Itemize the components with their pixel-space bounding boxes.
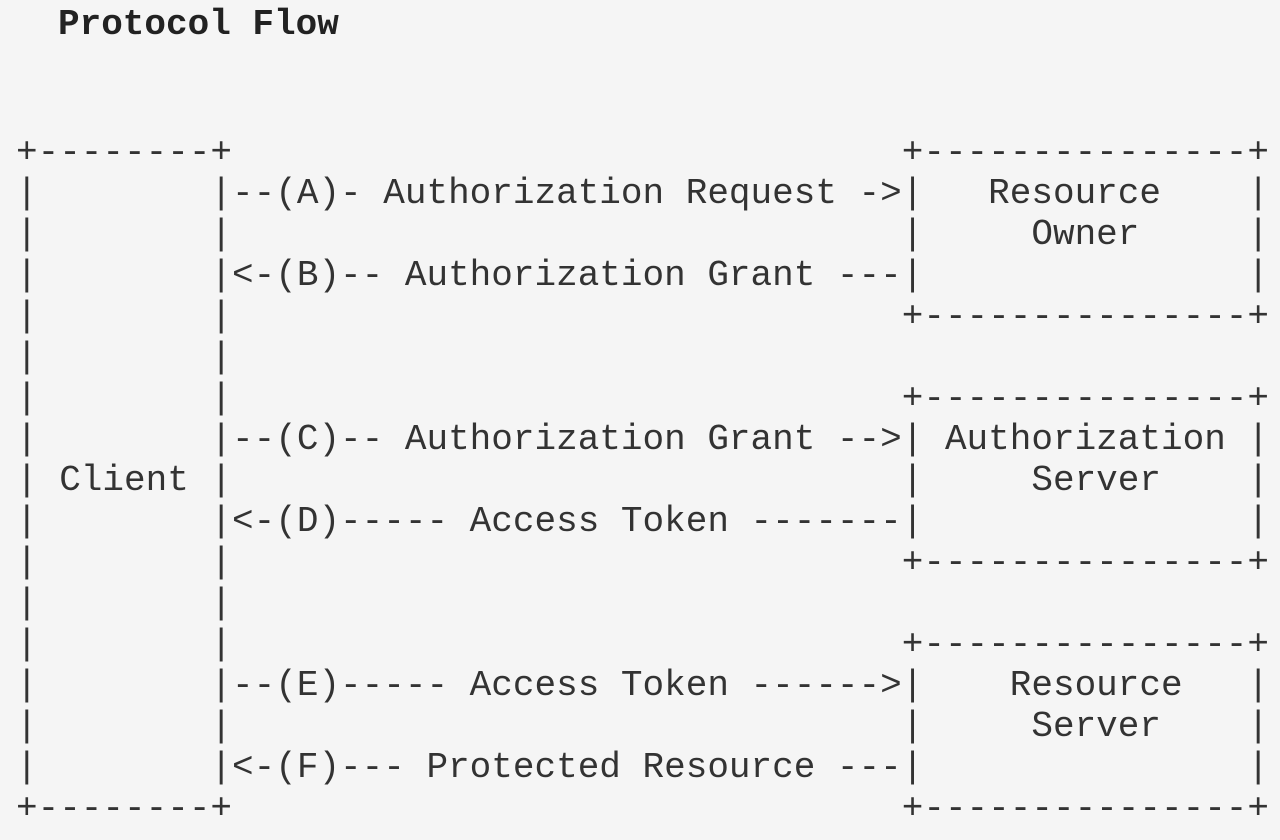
diagram-step-c-authorization-grant: | |--(C)-- Authorization Grant -->| Auth…	[16, 419, 1270, 460]
diagram-resource-owner-label: | | | Owner |	[16, 214, 1270, 255]
diagram-authorization-server-bottom-border: | | +---------------+	[16, 542, 1270, 583]
diagram-step-a-authorization-request: | |--(A)- Authorization Request ->| Reso…	[16, 173, 1270, 214]
diagram-step-e-access-token: | |--(E)----- Access Token ------>| Reso…	[16, 665, 1270, 706]
diagram-resource-server-label: | | | Server |	[16, 706, 1270, 747]
diagram-step-f-protected-resource: | |<-(F)--- Protected Resource ---| |	[16, 747, 1270, 788]
diagram-resource-owner-bottom-border: | | +---------------+	[16, 296, 1270, 337]
diagram-client-bottom-border: +--------+ +---------------+	[16, 788, 1270, 829]
diagram-client-top-border: +--------+ +---------------+	[16, 132, 1270, 173]
diagram-step-d-access-token: | |<-(D)----- Access Token -------| |	[16, 501, 1270, 542]
diagram-authorization-server-top-border: | | +---------------+	[16, 378, 1270, 419]
page-title: Protocol Flow	[58, 4, 339, 45]
diagram-client-label: | Client | | Server |	[16, 460, 1270, 501]
diagram-step-b-authorization-grant: | |<-(B)-- Authorization Grant ---| |	[16, 255, 1270, 296]
diagram-resource-server-top-border: | | +---------------+	[16, 624, 1270, 665]
protocol-flow-diagram: +--------+ +---------------+| |--(A)- Au…	[16, 132, 1269, 829]
diagram-client-spacer: | |	[16, 583, 233, 624]
diagram-client-spacer: | |	[16, 337, 233, 378]
